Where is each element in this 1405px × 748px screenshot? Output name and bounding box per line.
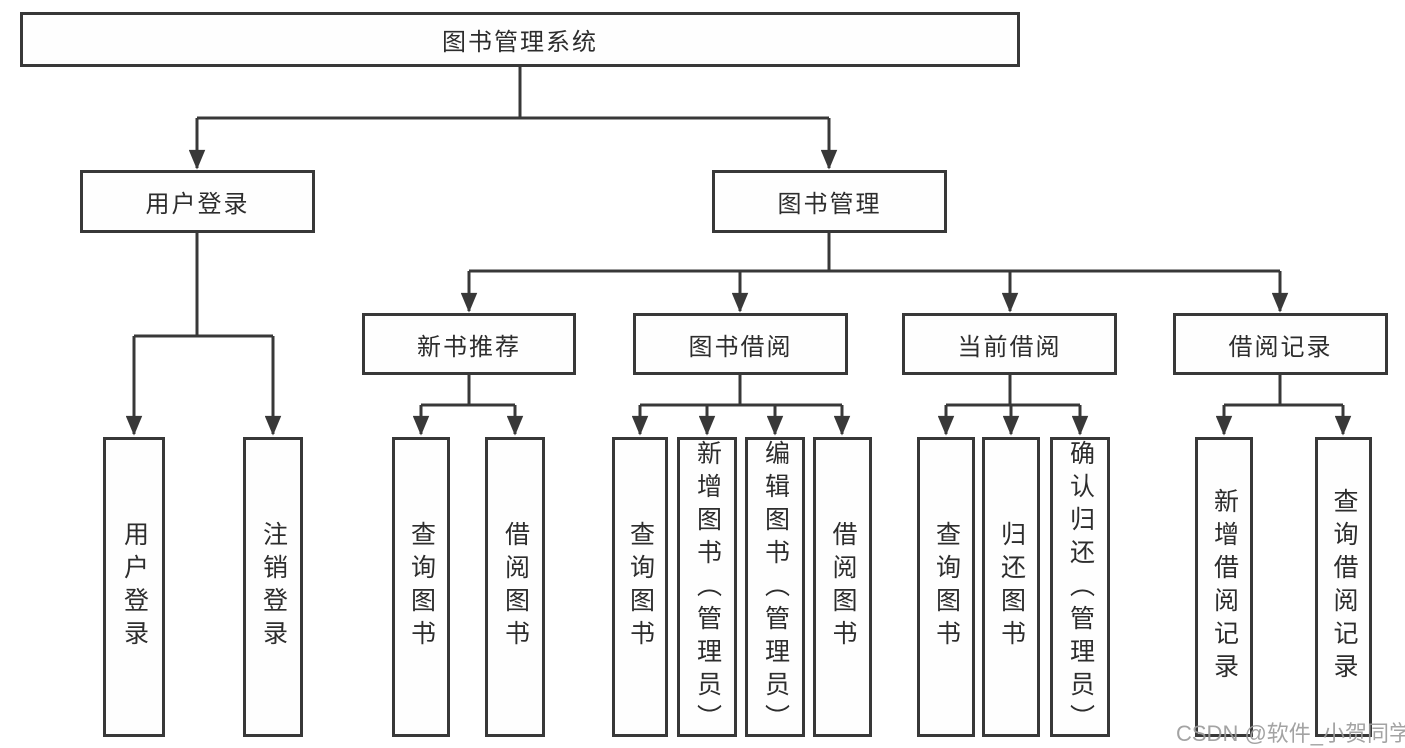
node-user-login: 用户登录	[80, 170, 315, 233]
leaf-add-borrow-record: 新增借阅记录	[1195, 437, 1253, 737]
connector-book-borrow-children	[631, 375, 851, 436]
leaf-logout: 注销登录	[243, 437, 303, 737]
leaf-confirm-return-admin: 确认归还（管理员）	[1050, 437, 1110, 737]
node-book-management: 图书管理	[712, 170, 947, 233]
leaf-borrow-books-recommend: 借阅图书	[485, 437, 545, 737]
leaf-query-books-current: 查询图书	[917, 437, 975, 737]
connector-borrow-records-children	[1215, 375, 1352, 436]
leaf-add-books-admin: 新增图书（管理员）	[677, 437, 737, 737]
leaf-borrow-books: 借阅图书	[813, 437, 872, 737]
node-library-management-system: 图书管理系统	[20, 12, 1020, 67]
leaf-query-books-recommend: 查询图书	[392, 437, 450, 737]
leaf-query-borrow-record: 查询借阅记录	[1315, 437, 1372, 737]
leaf-query-books-borrow: 查询图书	[612, 437, 668, 737]
leaf-edit-books-admin: 编辑图书（管理员）	[745, 437, 805, 737]
leaf-return-books: 归还图书	[982, 437, 1040, 737]
leaf-user-login: 用户登录	[103, 437, 165, 737]
node-book-borrow: 图书借阅	[633, 313, 848, 375]
connector-root-to-level2	[188, 67, 838, 170]
connector-user-login-children	[125, 233, 282, 436]
connector-current-borrow-children	[937, 375, 1089, 436]
node-current-borrow: 当前借阅	[902, 313, 1117, 375]
node-borrow-records: 借阅记录	[1173, 313, 1388, 375]
connector-book-management-children	[460, 233, 1289, 313]
connector-new-book-recommend-children	[412, 375, 524, 436]
node-new-book-recommend: 新书推荐	[362, 313, 576, 375]
